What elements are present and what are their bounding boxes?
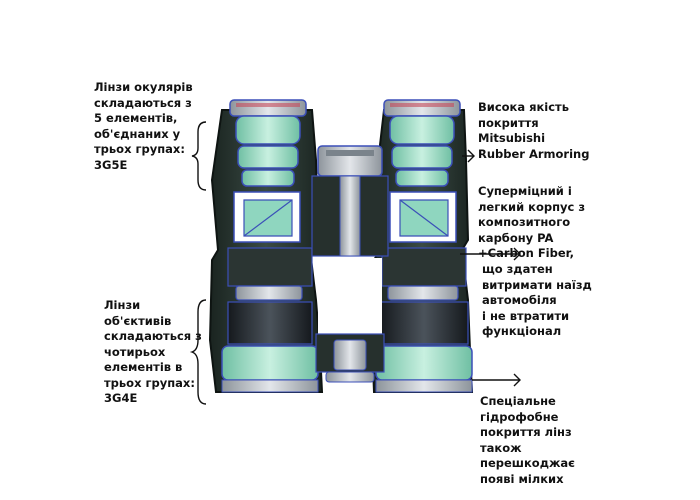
left-objective-dark [227, 301, 313, 345]
arrow-right-icon [472, 373, 521, 387]
left-eyepiece-lens-2 [237, 145, 299, 169]
right-eyepiece-lens-3 [395, 169, 449, 187]
hydrophobic-coating-label: Спеціальне гідрофобне покриття лінз тако… [480, 394, 576, 486]
brace-icon [191, 121, 207, 191]
brace-icon [189, 299, 207, 405]
left-eyepiece-lens-1 [235, 115, 301, 145]
right-eyepiece-lens-1 [389, 115, 455, 145]
focus-shaft [339, 175, 361, 257]
right-objective-dark [379, 301, 469, 345]
right-objective-lens [375, 345, 473, 381]
coating-quality-label: Висока якість покриття Mitsubishi Rubber… [478, 100, 590, 161]
body-material-label: Суперміцний і легкий корпус з композитно… [478, 184, 586, 260]
right-focus-ring [387, 285, 459, 301]
eyepiece-lens-label: Лінзи окулярів складаються з 5 елементів… [94, 80, 193, 172]
hinge-pin [333, 339, 367, 371]
arrow-right-icon [460, 247, 521, 261]
left-barrel [208, 99, 324, 393]
bridge-window [318, 258, 382, 334]
left-eyepiece-lens-3 [241, 169, 295, 187]
arrow-right-icon [462, 149, 475, 163]
right-eyecup [383, 99, 461, 117]
body-durability-label: що здатен витримати наїзд автомобіля і н… [482, 262, 592, 338]
right-barrel [370, 99, 474, 393]
objective-lens-label: Лінзи об'єктивів складаються з чотирьох … [104, 298, 202, 405]
left-focus-ring [235, 285, 303, 301]
right-eyepiece-lens-2 [391, 145, 453, 169]
left-eyecup [229, 99, 307, 117]
left-objective-lens [221, 345, 319, 381]
central-bridge [311, 145, 389, 383]
